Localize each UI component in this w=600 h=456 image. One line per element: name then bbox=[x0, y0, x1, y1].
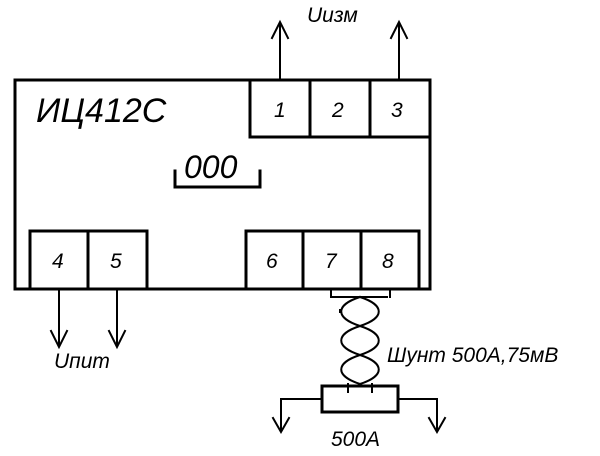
terminal-8-label: 8 bbox=[382, 250, 394, 273]
arrow-down-icon bbox=[49, 329, 69, 350]
device-model-label: ИЦ412С bbox=[36, 92, 167, 130]
shunt-resistor bbox=[271, 384, 447, 435]
supply-voltage-label: Uпит bbox=[54, 350, 110, 373]
terminal-3-label: 3 bbox=[391, 99, 403, 122]
arrow-down-icon bbox=[107, 329, 127, 350]
current-label: 500А bbox=[331, 428, 380, 451]
terminal-block-input: 6 7 8 bbox=[244, 229, 421, 291]
terminal-4-label: 4 bbox=[52, 250, 64, 273]
terminal-block-supply: 4 5 bbox=[28, 229, 149, 291]
terminal-7-label: 7 bbox=[325, 250, 338, 273]
digital-display: 000 bbox=[173, 149, 262, 189]
supply-leads bbox=[49, 288, 127, 350]
arrow-up-icon bbox=[389, 19, 409, 40]
terminal-6-label: 6 bbox=[266, 250, 278, 273]
shunt-rating-label: Шунт 500А,75мВ bbox=[387, 344, 558, 367]
device-housing bbox=[13, 78, 432, 291]
output-voltage-label: Uизм bbox=[307, 4, 358, 27]
terminal-5-label: 5 bbox=[110, 250, 122, 273]
terminal-2-label: 2 bbox=[331, 99, 344, 122]
display-readout: 000 bbox=[184, 149, 238, 185]
display-bracket bbox=[173, 169, 262, 189]
terminal-1-label: 1 bbox=[274, 99, 286, 122]
twisted-pair-leads bbox=[330, 288, 391, 393]
arrow-up-icon bbox=[270, 19, 290, 40]
output-leads bbox=[270, 19, 409, 81]
arrow-down-icon bbox=[427, 416, 447, 435]
arrow-down-icon bbox=[271, 416, 291, 435]
terminal-block-top: 1 2 3 bbox=[248, 78, 432, 139]
